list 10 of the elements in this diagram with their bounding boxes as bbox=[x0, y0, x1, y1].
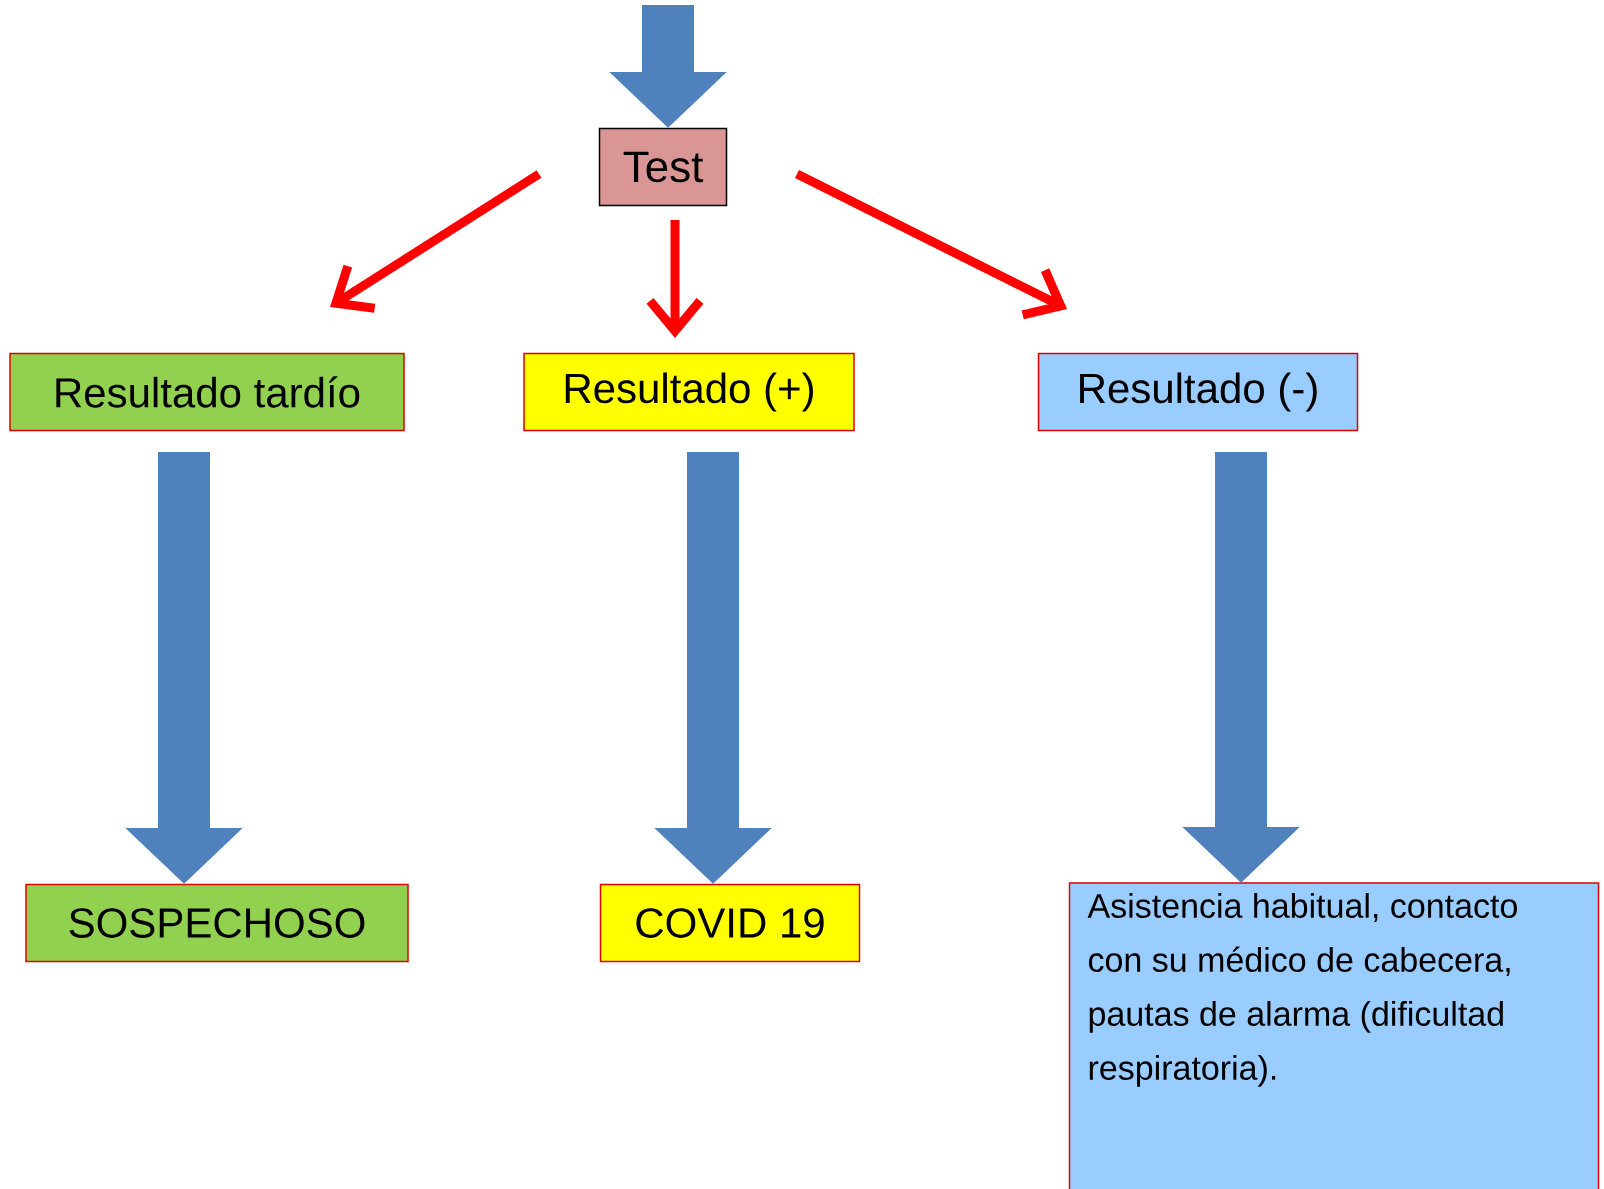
result-box: COVID 19 bbox=[599, 883, 861, 963]
result-box: Resultado (+) bbox=[523, 352, 855, 432]
result-box: Resultado (-) bbox=[1037, 352, 1359, 432]
arrow bbox=[795, 170, 1067, 320]
text-box: Asistencia habitual, contacto con su médico de cabecera, pautas de alarma (dificultad respiratoria). bbox=[1068, 882, 1600, 1189]
arrow bbox=[646, 220, 704, 338]
result-box: SOSPECHOSO bbox=[25, 883, 409, 963]
result-box: Resultado tardío bbox=[9, 352, 405, 432]
test-box: Test bbox=[598, 127, 728, 207]
arrow bbox=[330, 170, 542, 313]
